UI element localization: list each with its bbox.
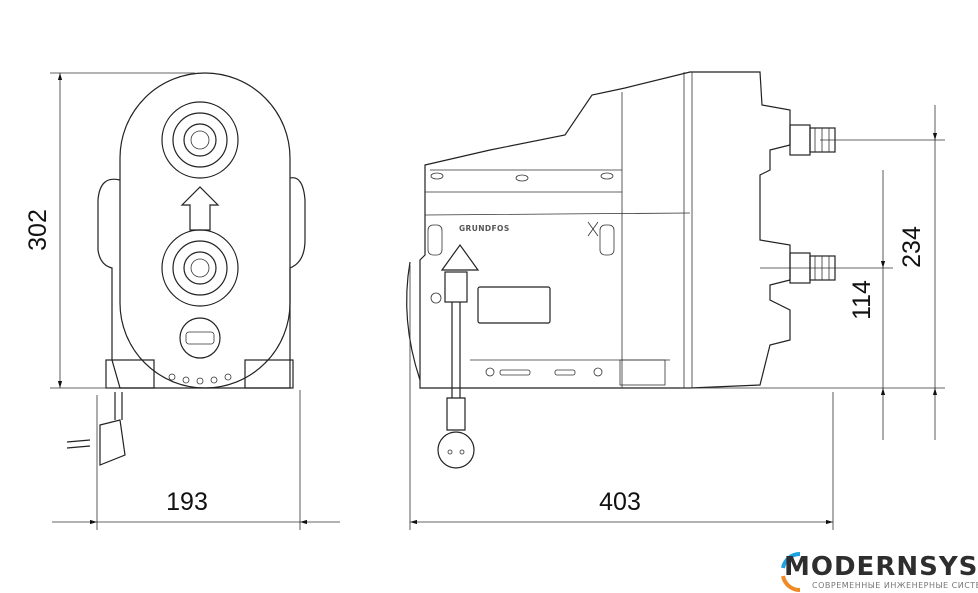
outlet-port-front bbox=[161, 101, 239, 179]
power-plug-front bbox=[66, 392, 126, 466]
dimension-inlet-height: 114 bbox=[848, 280, 876, 320]
logo-name: MODERNSYS bbox=[784, 552, 978, 582]
dimension-front-height: 302 bbox=[24, 209, 52, 251]
dimension-lines bbox=[50, 72, 945, 530]
grundfos-brand-marking: GRUNDFOS bbox=[459, 224, 510, 233]
dimension-front-width: 193 bbox=[166, 488, 208, 516]
logo-arc-icon bbox=[781, 551, 801, 593]
dimension-side-length: 403 bbox=[599, 488, 641, 516]
front-view bbox=[66, 72, 306, 466]
side-view: GRUNDFOS bbox=[406, 71, 836, 469]
inlet-port-front bbox=[161, 229, 239, 307]
modernsys-watermark-logo: MODERNSYS СОВРЕМЕННЫЕ ИНЖЕНЕРНЫЕ СИСТЕМЫ bbox=[778, 550, 978, 593]
logo-tagline: СОВРЕМЕННЫЕ ИНЖЕНЕРНЫЕ СИСТЕМЫ bbox=[812, 581, 978, 590]
flow-arrow-icon bbox=[180, 186, 220, 231]
power-plug-side bbox=[437, 397, 475, 469]
dimension-outlet-height: 234 bbox=[898, 226, 926, 268]
